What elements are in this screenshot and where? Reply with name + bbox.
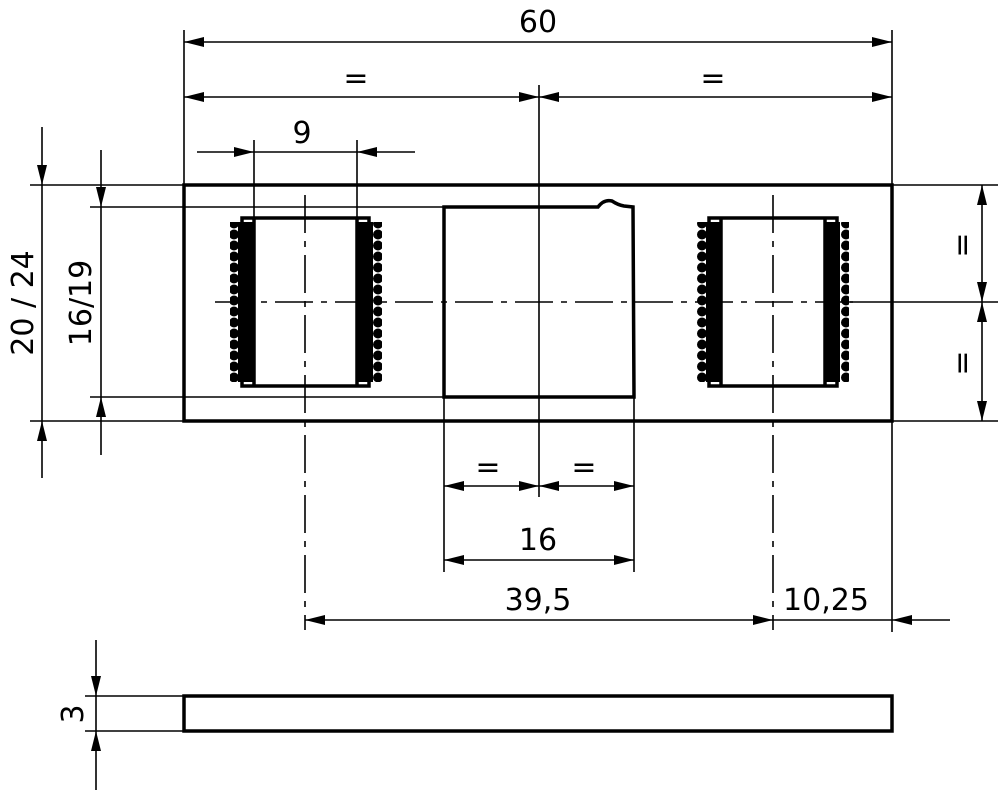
dim-label-equal-right: =: [700, 61, 725, 96]
dimension-thickness: 3: [56, 640, 184, 790]
dim-label-square-equal-left: =: [475, 450, 500, 485]
dim-label-20-24: 20 / 24: [6, 250, 41, 356]
dim-label-equal-top: =: [945, 232, 980, 257]
dimension-equal-halves: = =: [184, 61, 892, 102]
dim-label-9: 9: [292, 116, 311, 151]
dim-label-60: 60: [519, 5, 557, 40]
dimension-thread-width: 9: [197, 116, 415, 218]
dimension-vertical-equal: = =: [892, 184, 998, 422]
dimension-square: = = 16: [443, 397, 635, 572]
dim-label-equal-left: =: [343, 61, 368, 96]
dim-label-16-19: 16/19: [64, 260, 99, 346]
dim-label-39-5: 39,5: [505, 583, 572, 618]
dimension-inner-height: 16/19: [64, 150, 444, 455]
dim-label-3: 3: [56, 704, 91, 723]
dim-label-square-equal-right: =: [571, 450, 596, 485]
dim-label-equal-bottom: =: [945, 350, 980, 375]
dimension-overall-length: 60: [183, 5, 893, 185]
dim-label-10-25: 10,25: [783, 583, 869, 618]
plate-side-view: [182, 694, 894, 733]
plate-outline: [182, 183, 894, 423]
dimension-height: 20 / 24: [6, 127, 184, 478]
center-square: [442, 198, 636, 399]
dim-label-16: 16: [519, 523, 557, 558]
dimension-positions: 39,5 10,25: [305, 421, 950, 632]
center-lines: [215, 85, 998, 630]
